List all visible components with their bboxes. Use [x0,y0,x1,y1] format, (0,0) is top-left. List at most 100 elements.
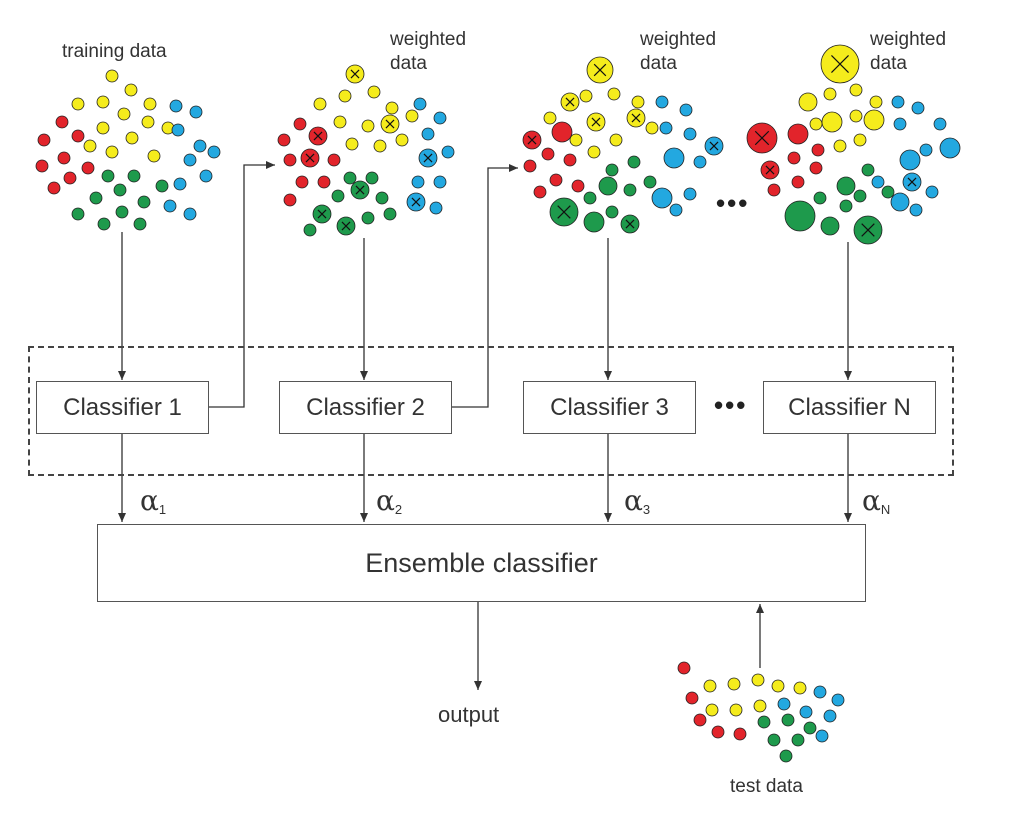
weighted-data-2-point [395,133,409,147]
test-data-point [777,697,791,711]
weighted-data-2-point [277,133,291,147]
weighted-data-label-n: weighted data [870,29,947,74]
weighted-data-3-point [605,163,619,177]
training-data-point [124,83,138,97]
weighted-data-3-point [609,133,623,147]
weighted-data-n-point [891,95,905,109]
training-data-point [163,199,177,213]
test-data-point [693,713,707,727]
weighted-data-3-point [607,87,621,101]
training-data-point [83,139,97,153]
weighted-data-2-point [375,191,389,205]
alpha-3: α3 [624,484,651,517]
test-data-point [705,703,719,717]
weighted-data-n-point [933,117,947,131]
weighted-data-n-point [853,133,867,147]
weighted-data-2-point [331,189,345,203]
test-data-point [727,677,741,691]
weighted-data-label-3: weighted data [640,29,717,74]
weighted-data-2-point [421,127,435,141]
weighted-data-2-point [385,101,399,115]
training-data-point [199,169,213,183]
weighted-data-n-point [787,151,801,165]
weighted-data-2-point [345,137,359,151]
weighted-data-n-point [811,143,825,157]
test-data-label: test data [730,776,803,797]
weighted-data-2-point [373,139,387,153]
ensemble-classifier-box: Ensemble classifier [97,524,866,602]
misclassified-cross-icon [350,69,360,79]
training-data-point [81,161,95,175]
weighted-data-n-point [849,83,863,97]
weighted-data-2-point [333,115,347,129]
misclassified-cross-icon [305,153,315,163]
weighted-data-3-point [587,145,601,159]
training-data-point [127,169,141,183]
training-data-point [101,169,115,183]
training-data-point [35,159,49,173]
weighted-data-3-point [651,187,673,209]
weighted-data-3-point [523,159,537,173]
training-data-point [141,115,155,129]
weighted-data-n-point [839,199,853,213]
alpha-n: αN [862,484,891,517]
test-data-point [803,721,817,735]
test-data-point [779,749,793,763]
training-data-points [35,69,221,231]
training-data-point [169,99,183,113]
weighted-data-3-point [683,127,697,141]
connectors [118,161,852,690]
training-data-point [155,179,169,193]
alpha-2: α2 [376,484,403,517]
training-data-point [63,171,77,185]
training-data-point [193,139,207,153]
misclassified-cross-icon [765,165,775,175]
training-data-point [133,217,147,231]
misclassified-cross-icon [313,131,323,141]
misclassified-cross-icon [831,55,849,73]
training-data-point [96,95,110,109]
misclassified-cross-icon [565,97,575,107]
classifier-1-box: Classifier 1 [36,381,209,434]
weighted-data-n-point [798,92,818,112]
weighted-data-3-point [541,147,555,161]
training-data-point [57,151,71,165]
training-data-point [47,181,61,195]
weighted-data-3-point [583,191,597,205]
test-data-point [757,715,771,729]
misclassified-cross-icon [527,135,537,145]
weighted-data-2-point [429,201,443,215]
test-data-point [799,705,813,719]
weighted-data-3-points [522,56,724,234]
training-data-point [113,183,127,197]
weighted-data-n-point [871,175,885,189]
weighted-data-2-point [283,193,297,207]
weighted-data-3-point [631,95,645,109]
test-data-point [831,693,845,707]
training-data-point [96,121,110,135]
weighted-data-n-points [746,44,961,245]
training-data-point [183,153,197,167]
test-data-point [767,733,781,747]
classifier-group [28,346,954,476]
weighted-data-3-point [571,179,585,193]
weighted-data-n-point [939,137,961,159]
weighted-data-3-point [549,173,563,187]
weighted-data-3-point [551,121,573,143]
test-data-point [733,727,747,741]
arrow-classifier1-to-data2 [209,161,275,408]
weighted-data-n-point [890,192,910,212]
weighted-data-3-point [569,133,583,147]
weighted-data-2-point [283,153,297,167]
misclassified-cross-icon [411,197,421,207]
training-data-point [97,217,111,231]
misclassified-cross-icon [593,63,607,77]
weighted-data-2-point [343,171,357,185]
alpha-1: α1 [140,484,167,517]
test-data-point [703,679,717,693]
misclassified-cross-icon [341,221,351,231]
training-data-point [37,133,51,147]
weighted-data-2-point [413,97,427,111]
misclassified-cross-icon [317,209,327,219]
test-data-point [793,681,807,695]
